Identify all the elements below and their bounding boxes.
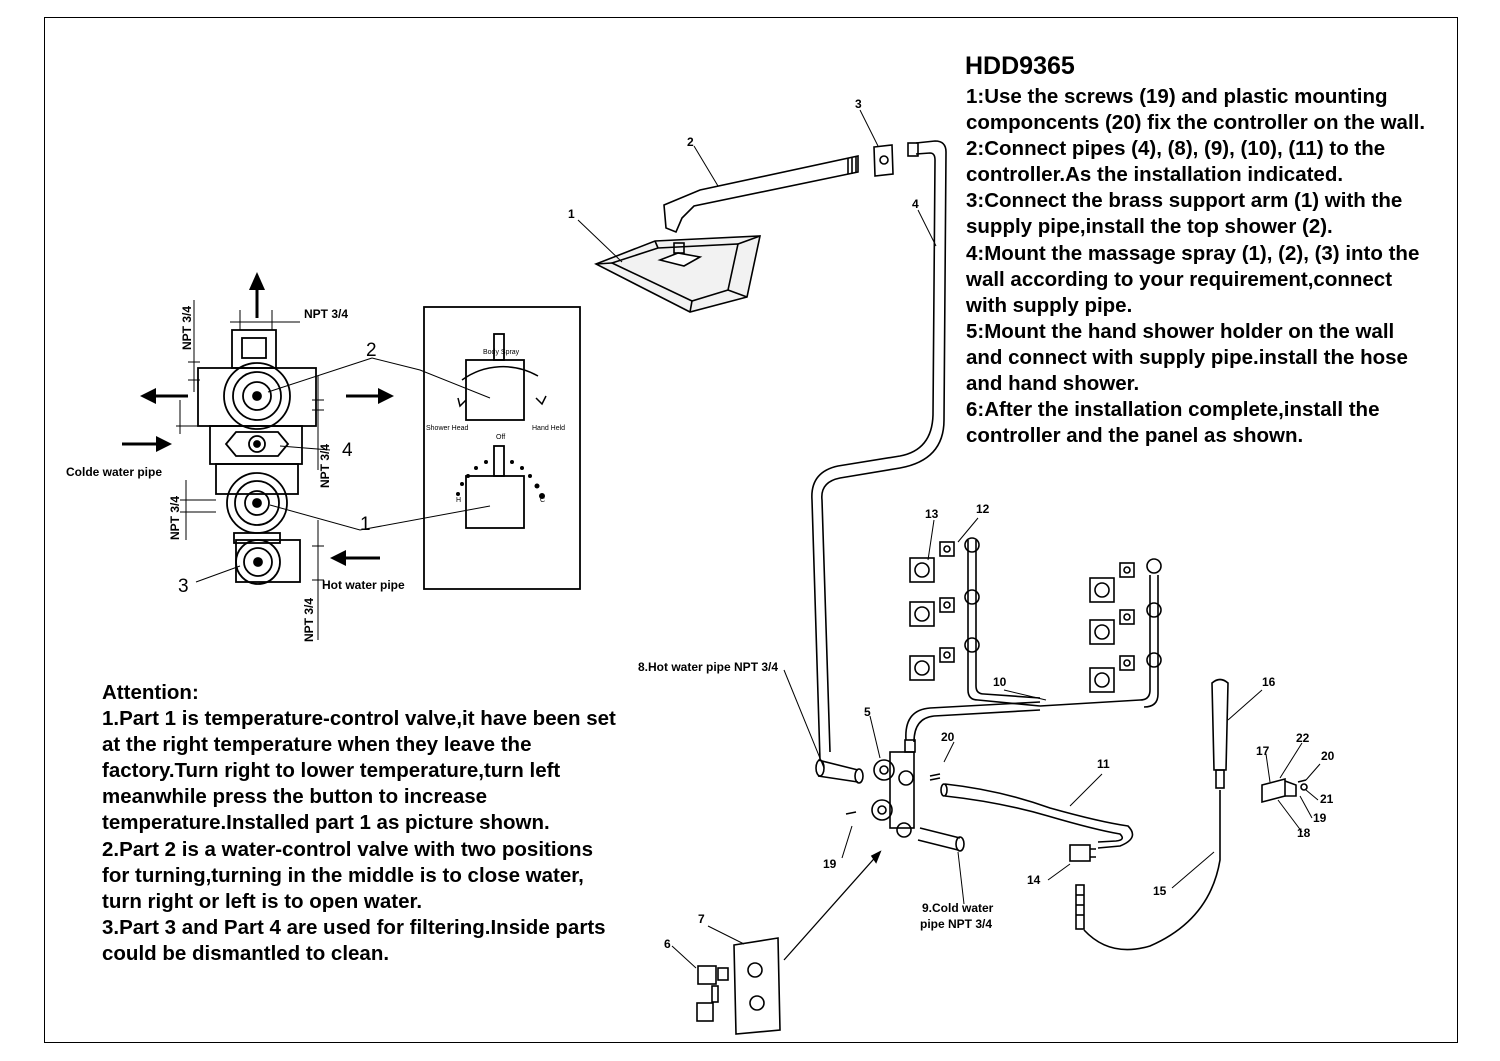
step-line: and connect with supply pipe.install the…	[966, 345, 1408, 369]
hot-water-label: Hot water pipe	[322, 578, 405, 592]
cold-marker: C	[540, 497, 546, 504]
part-number: 7	[698, 912, 705, 926]
part-number: 20	[1321, 749, 1335, 763]
attention-line: temperature.Installed part 1 as picture …	[102, 811, 550, 835]
shower-head-label: Shower Head	[426, 425, 469, 432]
npt-label-top: NPT 3/4	[304, 307, 349, 321]
step-line: 1:Use the screws (19) and plastic mounti…	[966, 85, 1388, 108]
step-line: 3:Connect the brass support arm (1) with…	[966, 189, 1403, 213]
installation-steps: 1:Use the screws (19) and plastic mounti…	[966, 84, 1466, 449]
step-line: controller and the panel as shown.	[966, 424, 1304, 448]
wall-flange-drawing	[873, 144, 894, 177]
callout-2: 2	[366, 340, 377, 361]
part-number: 3	[855, 97, 862, 111]
attention-line: 1.Part 1 is temperature-control valve,it…	[102, 707, 616, 731]
part-number: 11	[1097, 757, 1110, 771]
trim-panel-drawing	[733, 937, 781, 1035]
cold-water-label: Colde water pipe	[66, 465, 163, 479]
npt-label-bottom: NPT 3/4	[302, 597, 316, 642]
step-line: componcents (20) fix the controller on t…	[966, 111, 1426, 135]
callout-4: 4	[342, 440, 353, 461]
off-label: Off	[496, 434, 506, 441]
attention-line: factory.Turn right to lower temperature,…	[102, 759, 561, 783]
part-number: 13	[925, 507, 939, 521]
part-number: 22	[1296, 731, 1310, 745]
part-number: 5	[864, 705, 871, 719]
callout-1: 1	[360, 514, 371, 535]
part-number: 2	[687, 135, 694, 149]
attention-title: Attention:	[102, 681, 199, 704]
step-line: 6:After the installation complete,instal…	[966, 398, 1380, 422]
body-spray-set-left	[909, 537, 1041, 707]
step-line: 5:Mount the hand shower holder on the wa…	[966, 319, 1395, 343]
handles-drawing	[696, 965, 729, 1022]
npt-label-left-top: NPT 3/4	[180, 305, 194, 350]
hand-held-label: Hand Held	[532, 425, 566, 432]
callout-3: 3	[178, 576, 189, 597]
part-number: 10	[993, 675, 1007, 689]
attention-notes: Attention: 1.Part 1 is temperature-contr…	[102, 680, 662, 967]
attention-line: meanwhile press the button to increase	[102, 785, 488, 809]
step-line: and hand shower.	[966, 372, 1140, 396]
part-number: 6	[664, 937, 671, 951]
hand-shower-drawing	[1211, 678, 1229, 789]
attention-line: turn right or left is to open water.	[102, 889, 423, 913]
step-line: 4:Mount the massage spray (1), (2), (3) …	[966, 241, 1420, 265]
part-number: 4	[912, 197, 919, 211]
part-number: 1	[568, 207, 575, 221]
part-number: 21	[1320, 792, 1334, 806]
supply-pipe-drawing	[811, 140, 947, 761]
model-number: HDD9365	[965, 52, 1075, 80]
part-number: 19	[823, 857, 837, 871]
cold-pipe-label-1: 9.Cold water	[922, 901, 994, 915]
cold-pipe-label-2: pipe NPT 3/4	[920, 917, 993, 931]
attention-line: for turning,turning in the middle is to …	[102, 863, 584, 887]
step-line: supply pipe,install the top shower (2).	[966, 215, 1333, 239]
part-number: 15	[1153, 884, 1167, 898]
part-number: 17	[1256, 744, 1270, 758]
hot-pipe-label: 8.Hot water pipe NPT 3/4	[638, 660, 779, 674]
temperature-dots	[456, 460, 545, 499]
npt-label-left-bottom: NPT 3/4	[168, 495, 182, 540]
step-line: 2:Connect pipes (4), (8), (9), (10), (11…	[966, 137, 1386, 161]
attention-line: 3.Part 3 and Part 4 are used for filteri…	[102, 915, 606, 939]
npt-label-right: NPT 3/4	[318, 443, 332, 488]
part-number: 18	[1297, 826, 1311, 840]
attention-line: 2.Part 2 is a water-control valve with t…	[102, 837, 593, 861]
part-number: 14	[1027, 873, 1041, 887]
attention-line: could be dismantled to clean.	[102, 941, 390, 965]
hot-marker: H	[456, 497, 462, 504]
part-number: 20	[941, 730, 955, 744]
valve-schematic	[122, 272, 581, 640]
controller-valve-drawing	[845, 739, 941, 838]
attention-line: at the right temperature when they leave…	[102, 733, 532, 757]
diagram-frame	[44, 17, 1458, 1043]
part-number: 12	[976, 502, 990, 516]
part-number: 16	[1262, 675, 1276, 689]
step-line: with supply pipe.	[966, 293, 1133, 317]
body-spray-label: Body Spray	[483, 349, 520, 356]
step-line: wall according to your requirement,conne…	[966, 267, 1393, 291]
step-line: controller.As the installation indicated…	[966, 163, 1344, 187]
part-number: 19	[1313, 811, 1327, 825]
shower-head-drawing	[594, 155, 859, 313]
body-spray-set-right	[1039, 558, 1162, 708]
